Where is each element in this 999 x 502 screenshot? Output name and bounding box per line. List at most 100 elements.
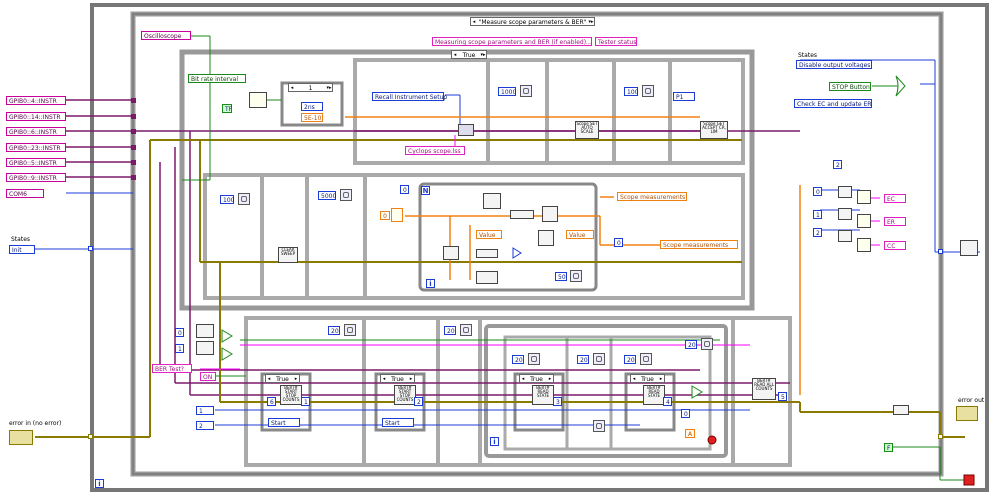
visa-tunnel-3 — [131, 129, 136, 134]
while-loop-iteration-icon: i — [95, 479, 104, 488]
er-local[interactable]: ER — [884, 217, 906, 226]
for-loop-count-icon: N — [421, 186, 430, 195]
const-20-e: 20 — [624, 355, 636, 364]
num-to-str-3 — [857, 238, 871, 252]
stop-circle — [707, 435, 717, 445]
read-state-vi-2: BERT# READ STATE — [643, 385, 665, 405]
gpib-control-6[interactable]: GPIB0::9::INSTR — [6, 173, 66, 182]
index-array-b1 — [196, 324, 214, 338]
gpib-control-5[interactable]: GPIB0::5::INSTR — [6, 158, 66, 167]
check-ec-enum[interactable]: Check EC and update ER — [794, 99, 872, 108]
bundle-right-vi — [893, 405, 909, 415]
ber-case-selector-4[interactable]: ◂True▸ — [630, 374, 665, 383]
value-local-2[interactable]: Value — [566, 230, 594, 239]
wait-ms-icon-12 — [593, 420, 605, 432]
tester-status-local[interactable]: Tester status — [595, 37, 637, 46]
ber-case-selector-1[interactable]: ◂True▸ — [265, 374, 300, 383]
cluster-bundle-1 — [483, 193, 501, 209]
gpib-control-3[interactable]: GPIB0::6::INSTR — [6, 127, 66, 136]
const-0-mid: 0 — [614, 238, 623, 247]
main-case-selector[interactable]: ◂"Measure scope parameters & BER"▾▸ — [470, 17, 595, 26]
const-2-case: 2 — [414, 397, 423, 406]
states-right-label: States — [798, 52, 818, 59]
setup-file-string: Cyclops scope.lss — [405, 146, 465, 155]
recall-setup-vi — [458, 124, 474, 136]
index-array-3 — [476, 271, 498, 284]
gpib-control-1[interactable]: GPIB0::4::INSTR — [6, 96, 66, 105]
start-enum-1[interactable]: Start — [268, 418, 300, 427]
read-all-counts-vi: BERT# READ ALL COUNTS — [752, 378, 776, 400]
const-50: 50 — [555, 272, 567, 281]
oscilloscope-control[interactable]: Oscilloscope — [141, 31, 191, 40]
error-out-cluster-icon[interactable] — [956, 406, 978, 421]
num-to-str-1 — [857, 190, 871, 204]
middle-sequence — [203, 173, 745, 300]
ber-case-selector-3[interactable]: ◂True▸ — [519, 374, 554, 383]
const-2-right: 2 — [833, 160, 842, 169]
const-100-mid: 100 — [220, 195, 234, 204]
const-20-c: 20 — [512, 355, 524, 364]
recall-setup-enum[interactable]: Recall Instrument Setup — [372, 92, 447, 101]
error-in-cluster-icon[interactable] — [9, 430, 33, 445]
visa-tunnel-6 — [131, 175, 136, 180]
sr-case-selector[interactable]: ◂1▾▸ — [288, 83, 333, 92]
const-0-bottom: 0 — [175, 328, 184, 337]
disable-output-enum[interactable]: Disable output voltages — [796, 60, 872, 69]
visa-tunnel-5 — [131, 160, 136, 165]
get-accept-vi: Scope GET ACCEPT CR, LIM — [700, 121, 728, 139]
index-array-b2 — [196, 341, 214, 355]
gpib-control-4[interactable]: GPIB0::23::INSTR — [6, 143, 66, 152]
ber-case-selector-2[interactable]: ◂True▸ — [380, 374, 415, 383]
const-0-iter: 0 — [400, 185, 409, 194]
visa-tunnel-2 — [131, 114, 136, 119]
wait-ms-icon-7 — [460, 324, 472, 336]
for-loop — [418, 182, 598, 292]
stop-button-local[interactable]: STOP Button — [829, 82, 871, 91]
const-4-case: 4 — [663, 397, 672, 406]
stop-terminal — [963, 474, 975, 486]
const-3-case: 3 — [553, 397, 562, 406]
wait-ms-icon-8 — [528, 353, 540, 365]
wait-ms-icon-4 — [340, 189, 352, 201]
wait-ms-icon-11 — [701, 338, 713, 350]
p1-constant: P1 — [673, 92, 695, 101]
const-100-top: 100 — [624, 87, 638, 96]
main-case-structure — [130, 11, 944, 477]
a-constant: A — [685, 429, 695, 438]
wait-ms-icon-2 — [642, 85, 654, 97]
bit-rate-control[interactable]: Bit rate interval — [188, 74, 246, 83]
index-array-1 — [510, 210, 534, 219]
num-to-str-2 — [857, 214, 871, 228]
wait-ms-icon-9 — [593, 353, 605, 365]
gpib-control-2[interactable]: GPIB0::14::INSTR — [6, 112, 66, 121]
const-1-case: 1 — [301, 397, 310, 406]
five-e-constant: 5E-10 — [301, 113, 323, 122]
states-init-control[interactable]: Init — [9, 245, 35, 254]
const-1-right: 1 — [813, 210, 822, 219]
inner-while-index-icon: i — [490, 437, 499, 446]
cluster-bundle-2 — [542, 206, 558, 222]
inner-case-structure — [179, 49, 755, 311]
states-label: States — [11, 236, 31, 243]
for-loop-index-icon: i — [426, 279, 435, 288]
tf-constant: TF — [222, 104, 232, 113]
wait-ms-icon-5 — [570, 270, 582, 282]
read-state-vi-1: BERT# READ STATE — [532, 385, 554, 405]
start-enum-2[interactable]: Start — [382, 418, 414, 427]
inner-case-selector[interactable]: ◂True▾▸ — [451, 50, 487, 59]
value-local-1[interactable]: Value — [476, 230, 502, 239]
wait-ms-icon-6 — [344, 324, 356, 336]
const-20-b: 20 — [444, 326, 456, 335]
com-control[interactable]: COM6 — [6, 189, 44, 198]
false-constant: F — [884, 443, 893, 452]
scope-meas-local-2[interactable]: Scope measurements — [660, 240, 738, 249]
error-shift-register-right — [938, 434, 943, 439]
index-array-r2 — [838, 208, 852, 220]
ber-test-local[interactable]: BER Test? — [152, 364, 192, 373]
ec-local[interactable]: EC — [884, 194, 906, 203]
cc-local[interactable]: CC — [884, 241, 906, 250]
set-auto-scale-vi: Scope SET AUTO SCALE — [575, 121, 599, 139]
const-5: 5 — [778, 392, 787, 401]
scope-meas-local-1[interactable]: Scope measurements — [617, 192, 687, 201]
